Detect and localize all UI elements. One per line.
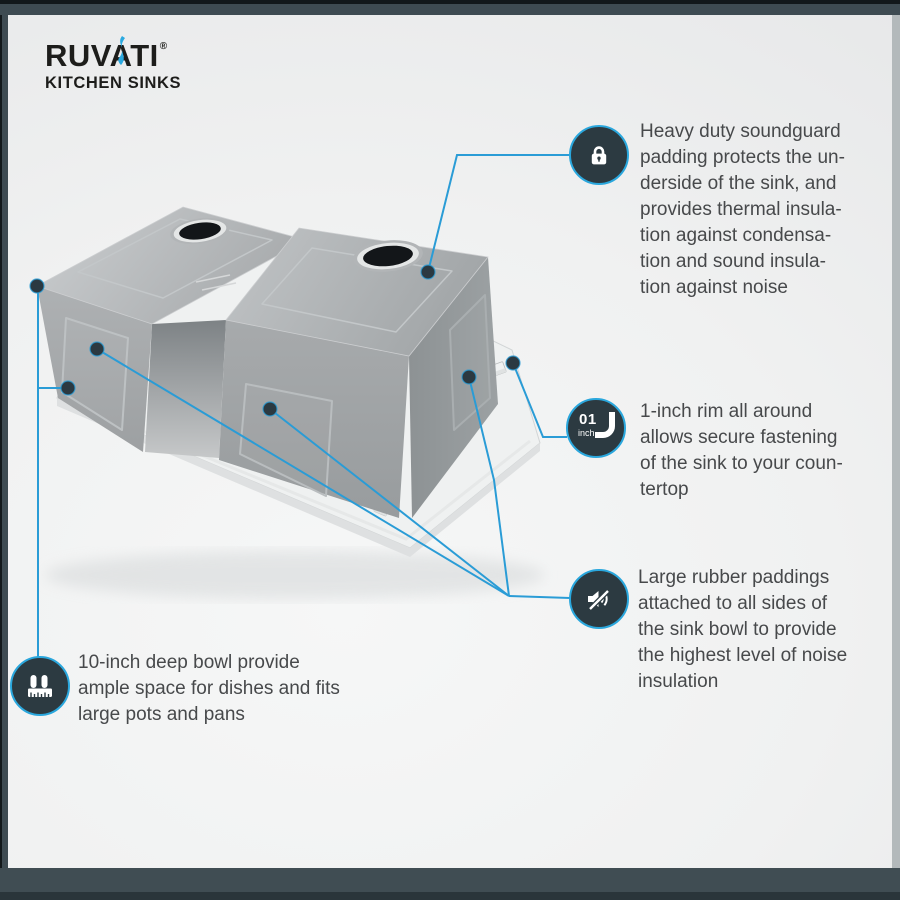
sink-shadow [45, 551, 545, 599]
rim-icon [595, 412, 615, 438]
anchor-dot [262, 401, 278, 417]
large-bowl-drain-hole [353, 240, 423, 272]
leader-line-padding-stem [508, 595, 571, 599]
leader-line-rim [512, 362, 567, 438]
left-band [0, 15, 8, 868]
bottom-strip [0, 892, 900, 900]
small-bowl-drain-hole [170, 217, 230, 245]
callout-text-depth: 10-inch deep bowl provide ample space fo… [78, 652, 340, 725]
mute-icon [588, 588, 611, 610]
anchor-dot [461, 369, 477, 385]
leader-line-padding-3 [468, 376, 510, 597]
large-bowl-panel-outline [261, 247, 453, 333]
small-bowl [35, 206, 308, 452]
brand-logo: RUVATI® KITCHEN SINKS [45, 36, 182, 93]
leader-line-padding-2 [269, 408, 510, 597]
leader-lines [37, 154, 571, 657]
callout-text-soundguard: Heavy duty soundguard padding protects t… [640, 121, 845, 298]
small-bowl-panel-outline [77, 218, 273, 299]
leader-line-padding-1 [96, 348, 510, 597]
bowl-divider-channel [145, 320, 226, 458]
bottom-bar [0, 868, 900, 892]
anchor-dot [29, 278, 45, 294]
registered-mark: ® [159, 41, 168, 52]
callout-text-paddings: Large rubber paddings attached to all si… [638, 567, 848, 692]
brand-name-text: RUVATI [45, 38, 159, 73]
anchor-dot [420, 264, 436, 280]
rim-badge-number: 01 [579, 411, 597, 428]
callout-text-rim: 1-inch rim all around allows secure fast… [640, 401, 843, 500]
top-bar [0, 4, 900, 15]
callout-circle-depth [10, 656, 70, 716]
rim-badge-unit: inch [578, 428, 595, 438]
callout-circle-soundguard [569, 125, 629, 185]
rubber-pad-right [449, 294, 491, 431]
depth-icon [28, 675, 52, 697]
rubber-pad-front [239, 383, 333, 497]
rubber-pad-left [61, 317, 129, 431]
large-bowl [219, 227, 498, 518]
brand-name: RUVATI® [45, 36, 181, 73]
leader-line-soundguard [427, 154, 570, 273]
anchor-dot [89, 341, 105, 357]
anchor-dots [29, 264, 521, 417]
lock-icon [591, 146, 607, 165]
anchor-dot [505, 355, 521, 371]
top-outer-edge [0, 0, 900, 4]
right-band [892, 15, 900, 868]
brand-tagline: KITCHEN SINKS [45, 74, 182, 92]
callout-circle-rim: 01 inch [566, 398, 626, 458]
anchor-dot [60, 380, 76, 396]
callout-circle-paddings [569, 569, 629, 629]
